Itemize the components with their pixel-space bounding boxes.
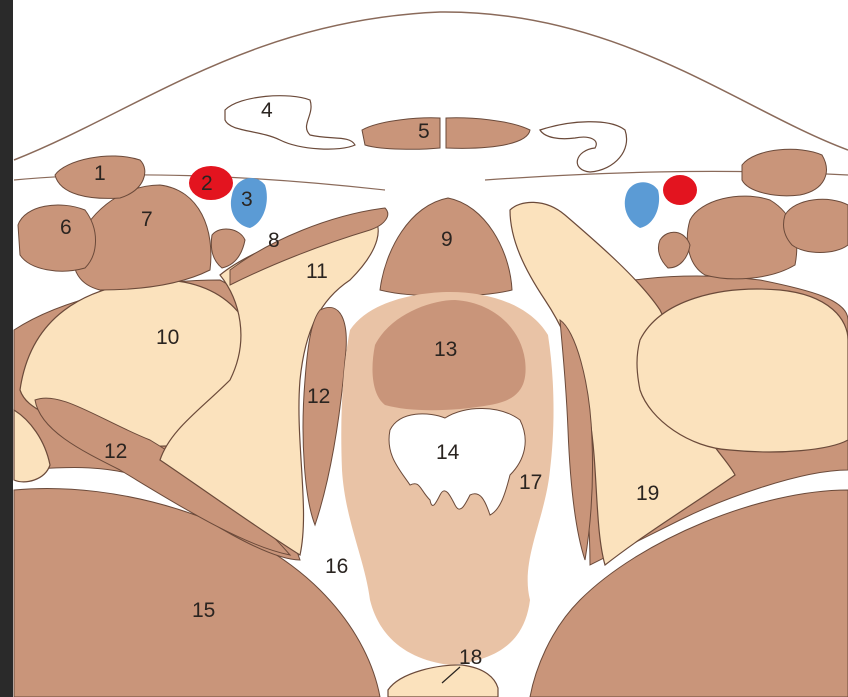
label-12b: 12 [104, 440, 127, 463]
label-13: 13 [434, 338, 457, 361]
label-15: 15 [192, 599, 215, 622]
label-2: 2 [201, 172, 213, 195]
label-19: 19 [636, 482, 659, 505]
femoral-head-right [637, 289, 848, 452]
label-17: 17 [519, 471, 542, 494]
coccyx [388, 665, 498, 697]
label-14: 14 [436, 441, 460, 464]
rectus-muscle-right [446, 118, 530, 148]
muscle-right-upper [742, 149, 826, 195]
spermatic-cord-right [540, 122, 627, 172]
iliopsoas-muscle-right [687, 196, 796, 279]
label-6: 6 [60, 216, 72, 239]
label-8: 8 [268, 229, 280, 252]
label-4: 4 [261, 99, 273, 122]
label-1: 1 [94, 162, 106, 185]
label-16: 16 [325, 555, 348, 578]
gluteal-muscle-left [14, 488, 380, 697]
label-10: 10 [156, 326, 179, 349]
sartorius-muscle-right [783, 199, 848, 252]
sartorius-muscle-left [18, 205, 96, 271]
label-12a: 12 [307, 385, 330, 408]
femoral-artery-right [663, 175, 697, 205]
femoral-vein-right [625, 182, 659, 228]
label-9: 9 [441, 228, 453, 251]
obturator-muscle-left [303, 307, 346, 525]
label-18: 18 [459, 646, 482, 669]
label-7: 7 [141, 208, 153, 231]
label-5: 5 [418, 120, 430, 143]
spermatic-cord-left [225, 96, 355, 149]
label-3: 3 [241, 188, 253, 211]
small-muscle-right [658, 232, 690, 268]
label-11: 11 [306, 260, 328, 283]
left-edge-strip [0, 0, 13, 697]
